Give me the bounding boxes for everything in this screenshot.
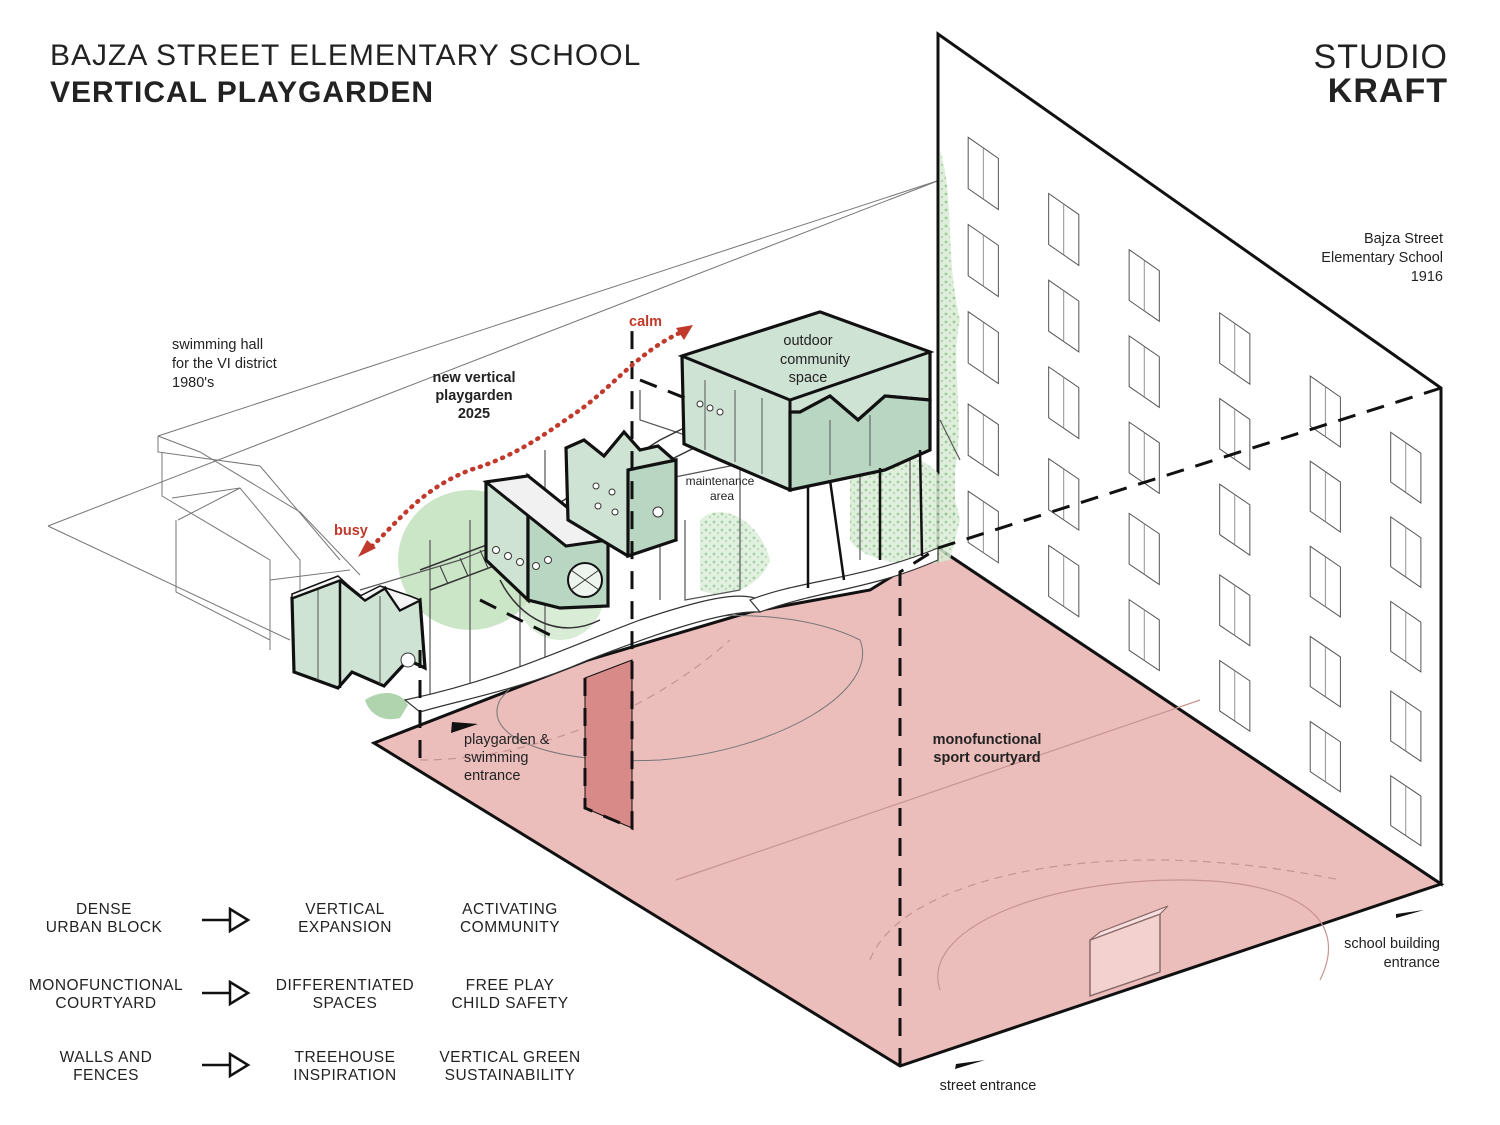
school-entrance-label-line: entrance xyxy=(1384,955,1440,971)
legend-result: CHILD SAFETY xyxy=(451,995,568,1012)
logo-kraft: KRAFT xyxy=(1328,72,1448,110)
busy-calm-arrow xyxy=(367,327,689,551)
swimming-hall-outline xyxy=(47,179,941,650)
playgarden-label: new vertical playgarden 2025 xyxy=(432,370,515,422)
swimming-label: swimming hall for the VI district 1980's xyxy=(172,337,277,391)
school-entrance-marker xyxy=(1396,910,1424,918)
legend-to: VERTICAL xyxy=(305,901,385,918)
legend-row: MONOFUNCTIONAL COURTYARD DIFFERENTIATED … xyxy=(29,977,568,1012)
legend-from: COURTYARD xyxy=(55,995,156,1012)
street-entrance-marker xyxy=(955,1060,985,1069)
playgarden-label-line: new vertical xyxy=(432,370,515,386)
legend-from: WALLS AND xyxy=(60,1049,153,1066)
title-line-1: BAJZA STREET ELEMENTARY SCHOOL xyxy=(50,39,641,72)
courtyard-label: monofunctional sport courtyard xyxy=(933,732,1042,766)
legend-result: COMMUNITY xyxy=(460,919,560,936)
legend-from: FENCES xyxy=(73,1067,139,1084)
treehouse-box-center xyxy=(482,472,612,610)
title-line-2: VERTICAL PLAYGARDEN xyxy=(50,76,434,109)
entrance-label-line: playgarden & xyxy=(464,732,550,748)
legend-result: VERTICAL GREEN xyxy=(439,1049,580,1066)
playgarden-label-line: 2025 xyxy=(458,406,490,422)
street-entrance-label: street entrance xyxy=(940,1078,1037,1094)
playgarden-label-line: playgarden xyxy=(435,388,512,404)
legend-from: URBAN BLOCK xyxy=(46,919,163,936)
arrow-right-icon xyxy=(202,1051,251,1079)
maintenance-label: maintenance area xyxy=(686,474,755,503)
legend-result: SUSTAINABILITY xyxy=(445,1067,576,1084)
swimming-label-line: 1980's xyxy=(172,375,214,391)
calm-arrowhead xyxy=(676,325,693,340)
community-box xyxy=(677,310,935,588)
legend-to: INSPIRATION xyxy=(293,1067,396,1084)
swimming-label-line: for the VI district xyxy=(172,356,277,372)
school-label-line: Bajza Street xyxy=(1364,231,1443,247)
school-facade xyxy=(936,31,1443,887)
legend-row: DENSE URBAN BLOCK VERTICAL EXPANSION ACT… xyxy=(46,901,560,936)
legend-to: TREEHOUSE xyxy=(295,1049,396,1066)
school-entrance-label: school building entrance xyxy=(1344,936,1440,971)
legend-row: WALLS AND FENCES TREEHOUSE INSPIRATION V… xyxy=(60,1049,581,1084)
legend: DENSE URBAN BLOCK VERTICAL EXPANSION ACT… xyxy=(29,901,581,1084)
busy-label: busy xyxy=(334,523,368,539)
section-dashed-lines xyxy=(418,330,1442,1066)
swimming-label-line: swimming hall xyxy=(172,337,263,353)
calm-label: calm xyxy=(629,314,662,330)
legend-to: DIFFERENTIATED xyxy=(276,977,414,994)
playgarden-entrance-marker xyxy=(451,722,478,733)
school-entrance-label-line: school building xyxy=(1344,936,1440,952)
school-label-line: Elementary School xyxy=(1321,250,1443,266)
school-label-line: 1916 xyxy=(1411,269,1443,285)
entrance-label: playgarden & swimming entrance xyxy=(464,732,550,784)
arrow-right-icon xyxy=(202,906,251,934)
entrance-label-line: entrance xyxy=(464,768,520,784)
entrance-label-line: swimming xyxy=(464,750,528,766)
treehouse-box-left xyxy=(290,575,427,690)
arrow-right-icon xyxy=(202,979,251,1007)
legend-to: SPACES xyxy=(313,995,378,1012)
courtyard-label-line: sport courtyard xyxy=(933,750,1040,766)
treehouse-box-upper xyxy=(564,429,678,559)
busy-arrowhead xyxy=(358,540,376,557)
legend-from: DENSE xyxy=(76,901,132,918)
legend-from: MONOFUNCTIONAL xyxy=(29,977,183,994)
logo-studio: STUDIO xyxy=(1314,38,1448,76)
community-label-line: community xyxy=(780,352,851,368)
community-label-line: space xyxy=(789,370,828,386)
legend-to: EXPANSION xyxy=(298,919,392,936)
school-label: Bajza Street Elementary School 1916 xyxy=(1321,231,1443,285)
community-label: outdoor community space xyxy=(780,333,851,386)
legend-result: ACTIVATING xyxy=(462,901,558,918)
sport-courtyard xyxy=(370,546,1445,1068)
legend-result: FREE PLAY xyxy=(466,977,555,994)
maintenance-label-line: area xyxy=(710,489,734,503)
community-label-line: outdoor xyxy=(783,333,832,349)
maintenance-label-line: maintenance xyxy=(686,474,755,488)
courtyard-label-line: monofunctional xyxy=(933,732,1042,748)
